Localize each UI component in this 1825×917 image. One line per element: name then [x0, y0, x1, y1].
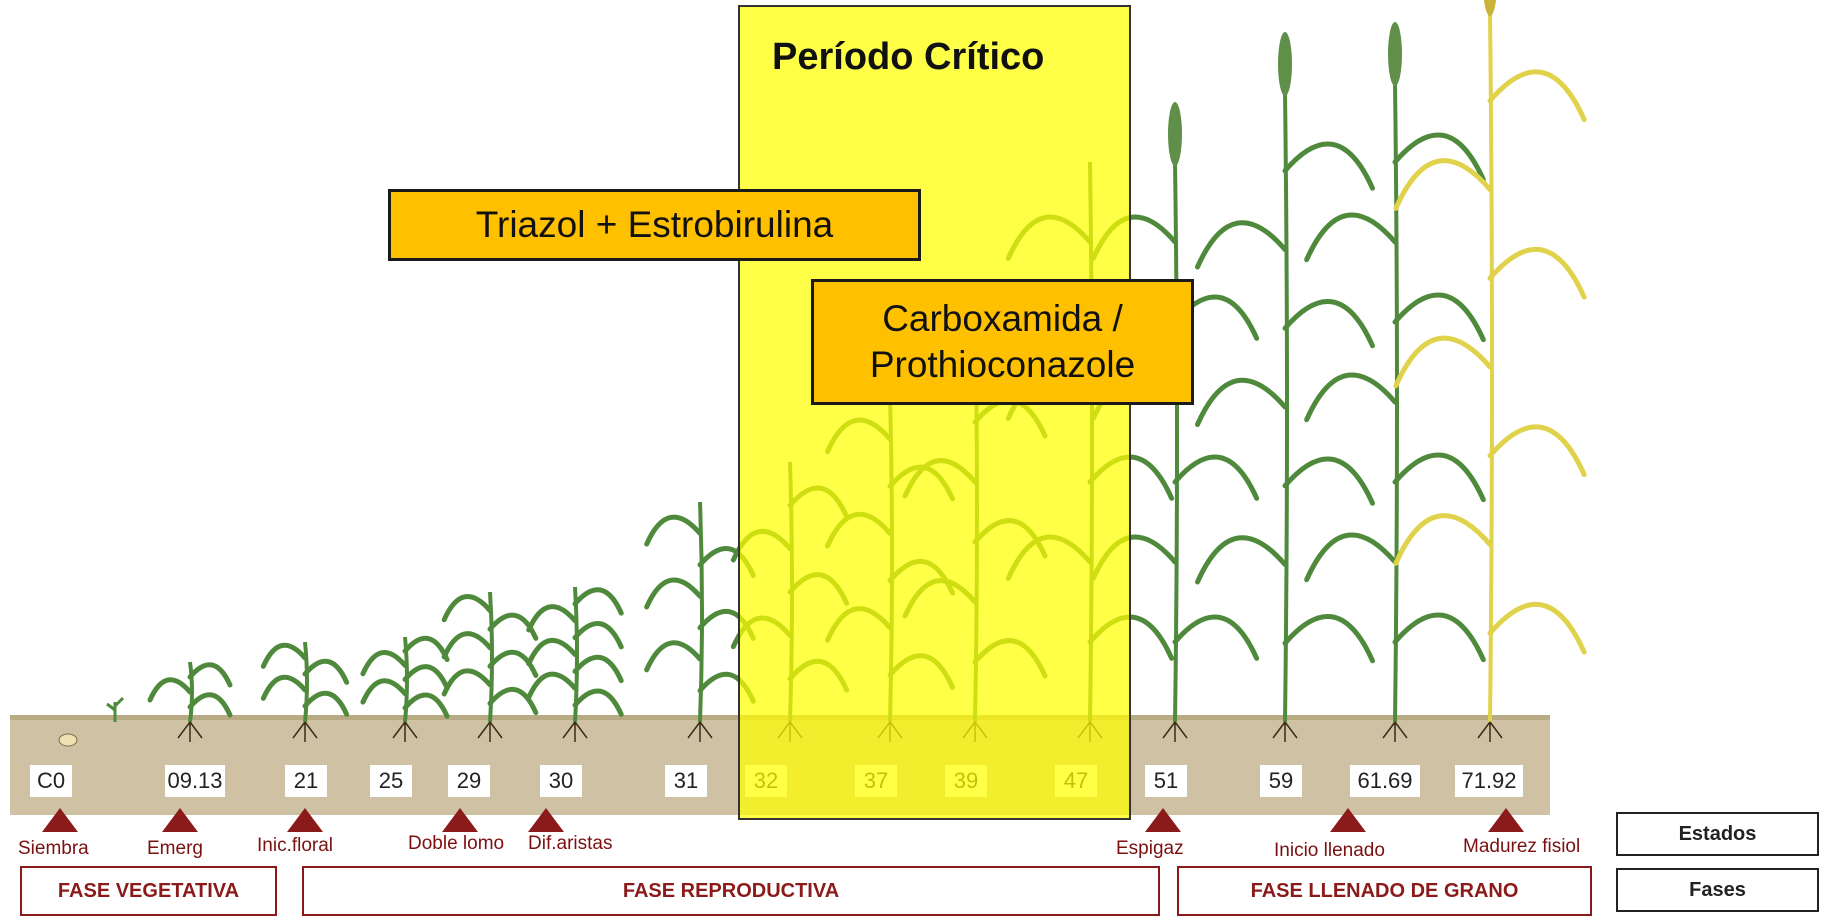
- phase-llenado-grano: FASE LLENADO DE GRANO: [1177, 866, 1592, 916]
- stage-code-0913: 09.13: [165, 765, 225, 797]
- seedling-icon: [107, 698, 123, 722]
- legend-phases: Fases: [1616, 868, 1819, 912]
- stage-code-30: 30: [540, 765, 582, 797]
- wheat-plant-3: [363, 637, 447, 742]
- stage-label-espigaz: Espigaz: [1116, 838, 1184, 860]
- stage-code-51: 51: [1145, 765, 1187, 797]
- stage-code-25: 25: [370, 765, 412, 797]
- stage-label-siembra: Siembra: [18, 838, 89, 860]
- stage-marker-inicio-llenado: [1330, 808, 1366, 832]
- stage-code-31: 31: [665, 765, 707, 797]
- phase-reproductiva: FASE REPRODUCTIVA: [302, 866, 1160, 916]
- critical-period-title: Período Crítico: [772, 36, 1044, 79]
- product-triazol-estrobirulina: Triazol + Estrobirulina: [388, 189, 921, 261]
- stage-label-inic-floral: Inic.floral: [257, 835, 333, 857]
- stage-marker-espigaz: [1145, 808, 1181, 832]
- phase-vegetativa: FASE VEGETATIVA: [20, 866, 277, 916]
- stage-label-madurez: Madurez fisiol: [1463, 836, 1580, 858]
- stage-label-doble-lomo: Doble lomo: [408, 833, 504, 855]
- stage-marker-dif-aristas: [528, 808, 564, 832]
- stage-code-59: 59: [1260, 765, 1302, 797]
- stage-marker-emerg: [162, 808, 198, 832]
- product-carboxamida-prothioconazole: Carboxamida / Prothioconazole: [811, 279, 1194, 405]
- wheat-plant-5: [529, 587, 622, 742]
- stage-marker-madurez: [1488, 808, 1524, 832]
- wheat-plant-4: [444, 592, 536, 742]
- wheat-plant-12: [1198, 32, 1373, 742]
- stage-label-emerg: Emerg: [147, 838, 203, 860]
- stage-code-c0: C0: [30, 765, 72, 797]
- stage-code-6169: 61.69: [1350, 765, 1420, 797]
- stage-label-inicio-llenado: Inicio llenado: [1274, 840, 1385, 862]
- stage-label-dif-aristas: Dif.aristas: [528, 833, 612, 855]
- stage-code-29: 29: [448, 765, 490, 797]
- stage-code-7192: 71.92: [1455, 765, 1523, 797]
- wheat-plant-14: [1396, 0, 1584, 742]
- wheat-plant-2: [263, 642, 346, 742]
- stage-marker-siembra: [42, 808, 78, 832]
- stage-code-21: 21: [285, 765, 327, 797]
- seed-icon: [59, 734, 77, 746]
- legend-states: Estados: [1616, 812, 1819, 856]
- critical-period-highlight: [738, 5, 1131, 820]
- wheat-plant-1: [150, 662, 230, 742]
- stage-marker-doble-lomo: [442, 808, 478, 832]
- stage-marker-inic-floral: [287, 808, 323, 832]
